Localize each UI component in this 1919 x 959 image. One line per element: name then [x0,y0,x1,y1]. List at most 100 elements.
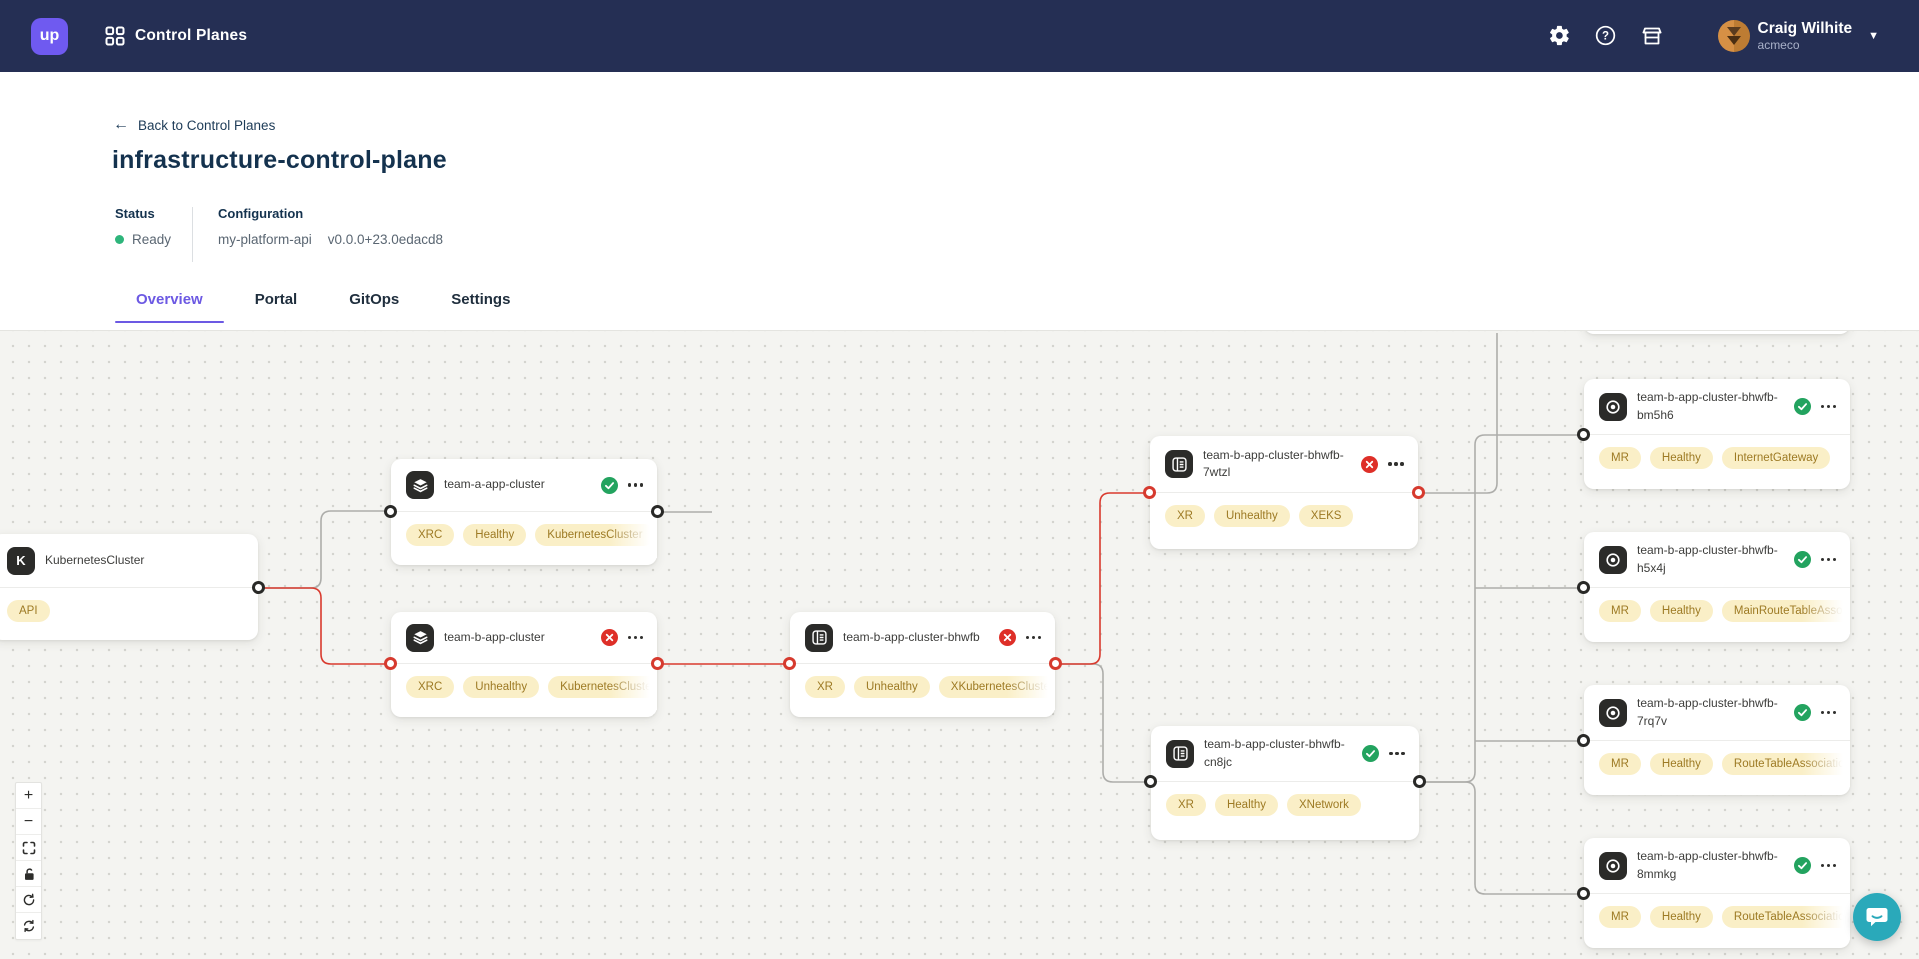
port-right[interactable] [1049,657,1062,670]
status-healthy-icon [1793,398,1811,415]
tab-gitops[interactable]: GitOps [349,291,400,308]
badge: Unhealthy [853,676,930,698]
node-card-partial[interactable] [1584,331,1850,334]
kubernetes-cluster-icon: K [7,546,35,575]
badge-fade [609,512,657,558]
status-unhealthy-icon [600,629,618,646]
managed-resource-icon [1599,851,1627,880]
composite-resource-icon [1165,450,1193,478]
edge-bhwfb-cn8jc [1055,663,1151,783]
badge: Healthy [1214,794,1278,816]
node-menu-button[interactable] [1820,707,1838,719]
status-healthy-icon [1793,704,1811,721]
upbound-logo[interactable]: up [31,17,68,55]
rotate-button[interactable] [16,887,41,913]
port-right[interactable] [1412,486,1425,499]
zoom-out-button[interactable]: − [16,809,41,835]
edge-kc-teamb [258,587,389,665]
resource-graph-canvas[interactable]: + − [0,330,1919,959]
edge-wtzl-up [1414,333,1498,494]
node-menu-button[interactable] [1820,860,1838,872]
port-left[interactable] [783,657,796,670]
port-left[interactable] [384,505,397,518]
node-title: KubernetesCluster [45,552,145,567]
port-right[interactable] [651,505,664,518]
status-ready-dot [115,235,124,244]
badge: XRC [406,524,455,546]
marketplace-icon[interactable] [1640,24,1664,48]
configuration-name: my-platform-api [218,232,312,247]
chat-bubble-icon [1866,908,1888,927]
tab-settings[interactable]: Settings [451,291,511,308]
node-title: team-b-app-cluster-bhwfb [843,629,980,644]
port-left[interactable] [1144,775,1157,788]
badge: XNetwork [1286,794,1361,816]
composite-resource-icon [805,623,833,652]
settings-gear-icon[interactable] [1548,24,1572,48]
managed-resource-icon [1599,698,1627,727]
node-title: team-b-app-cluster-bhwfb-bm5h6 [1637,390,1778,422]
refresh-sync-button[interactable] [16,913,41,939]
badge: MR [1599,447,1641,469]
chat-widget-button[interactable] [1853,893,1901,941]
chevron-down-icon[interactable]: ▼ [1868,29,1879,42]
badge: InternetGateway [1721,447,1831,469]
node-menu-button[interactable] [1025,632,1043,644]
badge: MR [1599,906,1641,928]
back-to-control-planes-link[interactable]: ← Back to Control Planes [113,116,276,133]
back-arrow-icon: ← [113,116,129,133]
badge: Healthy [1649,906,1713,928]
user-avatar[interactable] [1717,19,1750,52]
node-menu-button[interactable] [1388,748,1406,760]
status-unhealthy-icon [1361,455,1378,473]
page-title: infrastructure-control-plane [112,146,447,174]
zoom-in-button[interactable]: + [16,783,41,809]
port-left[interactable] [1577,428,1590,441]
configuration-group: Configuration my-platform-api v0.0.0+23.… [218,206,443,247]
tab-portal[interactable]: Portal [254,291,298,308]
port-left[interactable] [1577,734,1590,747]
port-left[interactable] [1577,887,1590,900]
node-menu-button[interactable] [1387,458,1405,470]
node-title: team-b-app-cluster [444,629,545,644]
edge-bhwfb-wtzl [1055,492,1150,665]
status-healthy-icon [1793,551,1811,568]
port-left[interactable] [1577,581,1590,594]
tab-overview[interactable]: Overview [115,288,224,324]
badge: Healthy [463,524,527,546]
port-left[interactable] [384,657,397,670]
badge: Healthy [1649,600,1713,622]
port-right[interactable] [252,581,265,594]
fit-view-button[interactable] [16,835,41,861]
badge: XR [805,676,845,698]
lock-button[interactable] [16,861,41,887]
node-menu-button[interactable] [1820,401,1838,413]
tab-bar: Overview Portal GitOps Settings [115,288,541,324]
configuration-version: v0.0.0+23.0edacd8 [327,232,444,247]
edge-cn8jc-bm5h6 [1419,434,1584,783]
badge: Unhealthy [1213,505,1290,527]
port-left[interactable] [1143,486,1156,499]
help-icon[interactable]: ? [1594,24,1618,48]
node-menu-button[interactable] [1820,554,1838,566]
port-right[interactable] [651,657,664,670]
badge: MR [1599,600,1641,622]
top-navbar: up Control Planes ? [0,0,1919,72]
port-right[interactable] [1413,775,1426,788]
node-menu-button[interactable] [627,479,645,491]
node-menu-button[interactable] [627,632,645,644]
